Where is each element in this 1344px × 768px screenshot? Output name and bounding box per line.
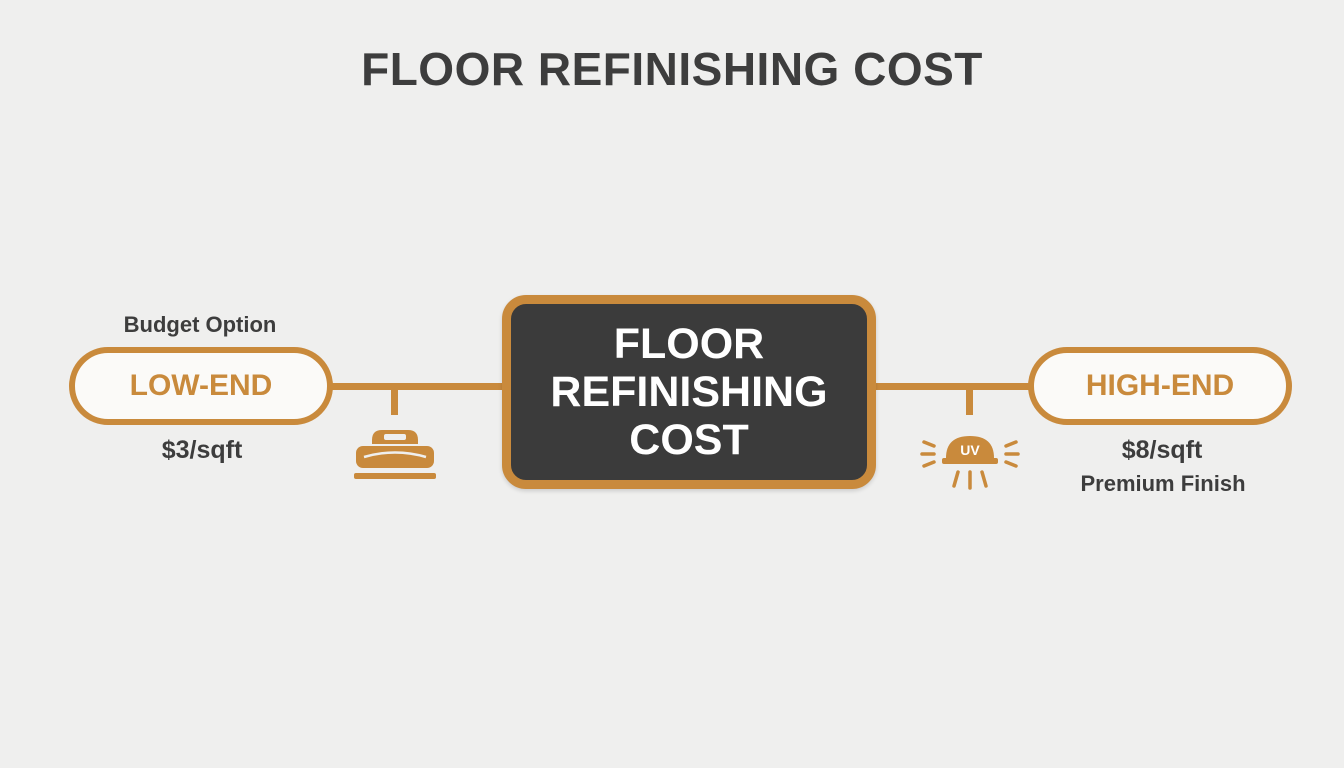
connector-right [872,383,1034,390]
connector-left-drop [391,383,398,415]
connector-left [330,383,506,390]
low-end-price: $3/sqft [161,436,243,464]
high-end-caption: Premium Finish [1080,471,1246,496]
sanding-machine-icon [354,430,436,479]
low-end-label: LOW-END [129,369,273,402]
center-topic-label: FLOOR REFINISHING COST [550,320,828,464]
high-end-label: HIGH-END [1085,369,1235,402]
uv-icon-label: UV [960,442,980,458]
connector-right-drop [966,383,973,415]
center-topic-box: FLOOR REFINISHING COST [502,295,876,489]
high-end-price: $8/sqft [1121,436,1203,464]
high-end-pill: HIGH-END [1028,347,1292,425]
uv-lamp-icon: UV [920,436,1020,490]
low-end-caption: Budget Option [123,312,277,337]
low-end-pill: LOW-END [69,347,333,425]
page-title: FLOOR REFINISHING COST [361,43,983,95]
